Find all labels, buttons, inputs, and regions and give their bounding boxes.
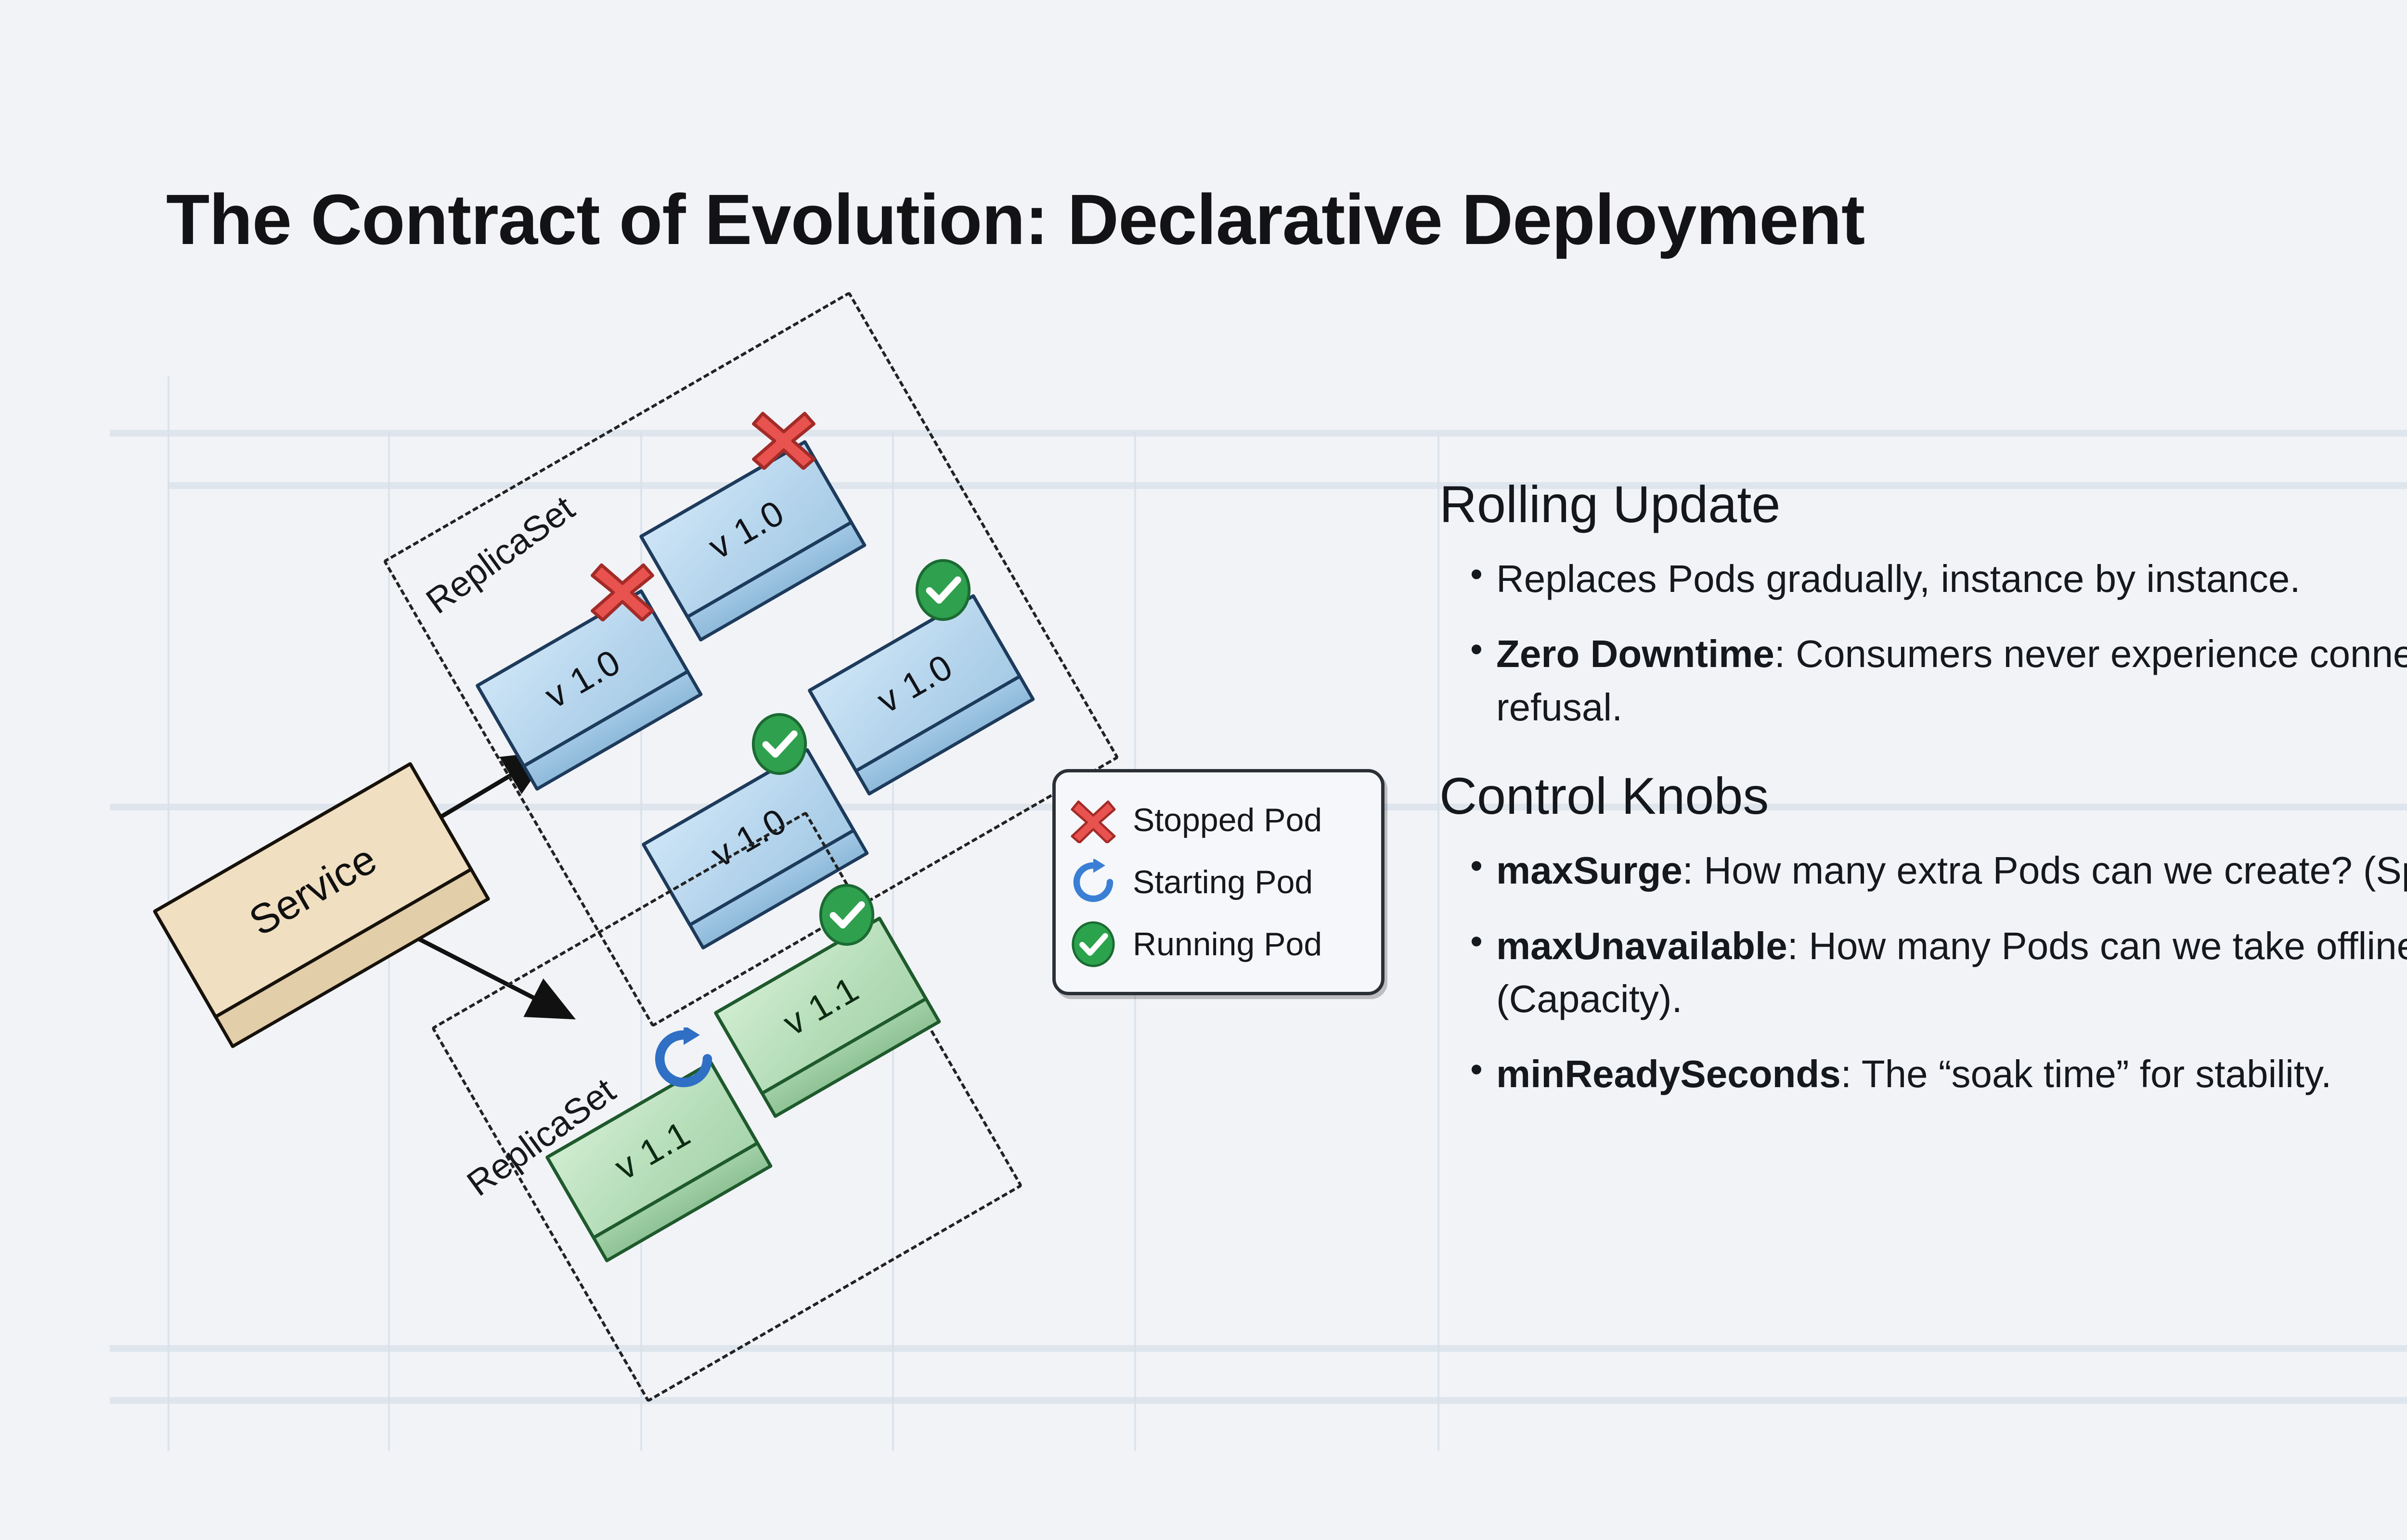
legend-panel: Stopped Pod Starting Pod Running Pod [1052,769,1385,995]
bullet-item: minReadySeconds: The “soak time” for sta… [1466,1045,2407,1101]
bullet-text: Replaces Pods gradually, instance by ins… [1496,557,2301,600]
bullet-text: : How many extra Pods can we create? (Sp… [1682,849,2407,892]
content-panel: Rolling Update Replaces Pods gradually, … [1439,474,2407,1123]
stopped-pod-icon [590,556,655,621]
legend-label: Running Pod [1133,926,1322,963]
starting-pod-icon [652,1027,715,1090]
bullet-text: : How many Pods can we take offline? (Ca… [1496,924,2407,1020]
bullet-item: Zero Downtime: Consumers never experienc… [1466,625,2407,734]
legend-label: Starting Pod [1133,863,1313,900]
running-pod-icon [818,883,875,947]
red-x-icon [1070,797,1116,843]
page-title: The Contract of Evolution: Declarative D… [166,180,1865,259]
bullet-item: maxSurge: How many extra Pods can we cre… [1466,841,2407,897]
section-heading-control-knobs: Control Knobs [1439,767,1769,825]
legend-label: Stopped Pod [1133,801,1322,838]
bullet-item: maxUnavailable: How many Pods can we tak… [1466,917,2407,1026]
legend-item-running: Running Pod [1070,917,1367,971]
bullet-lead: Zero Downtime [1496,632,1774,676]
bullet-lead: maxSurge [1496,849,1682,892]
bullet-list-rolling-update: Replaces Pods gradually, instance by ins… [1466,550,2407,734]
green-check-icon [1070,921,1116,967]
running-pod-icon [751,712,808,776]
service-node: Service [152,761,491,1049]
blue-refresh-icon [1070,859,1116,905]
bullet-lead: minReadySeconds [1496,1052,1841,1096]
bullet-item: Replaces Pods gradually, instance by ins… [1466,550,2407,605]
bullet-list-control-knobs: maxSurge: How many extra Pods can we cre… [1466,841,2407,1101]
legend-item-stopped: Stopped Pod [1070,793,1367,847]
section-heading-rolling-update: Rolling Update [1439,475,1781,533]
running-pod-icon [915,558,971,622]
legend-item-starting: Starting Pod [1070,855,1367,909]
bullet-lead: maxUnavailable [1496,924,1787,967]
stopped-pod-icon [751,404,816,470]
bullet-text: : The “soak time” for stability. [1840,1052,2332,1096]
bullet-text: : Consumers never experience connection … [1496,632,2407,729]
